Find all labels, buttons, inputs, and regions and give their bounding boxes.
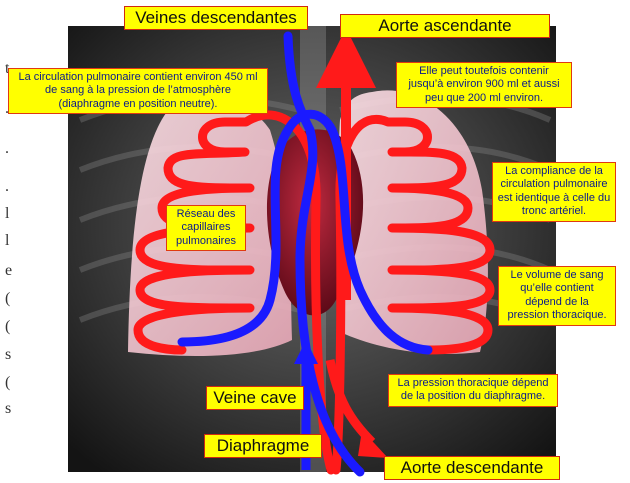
label-volume-sang: Le volume de sang qu’elle contient dépen… (498, 266, 616, 326)
label-veine-cave: Veine cave (206, 386, 304, 410)
label-veines-descendantes: Veines descendantes (124, 6, 308, 30)
label-diaphragme: Diaphragme (204, 434, 322, 458)
label-aorte-ascendante: Aorte ascendante (340, 14, 550, 38)
label-aorte-descendante: Aorte descendante (384, 456, 560, 480)
label-reseau-capillaires: Réseau des capillaires pulmonaires (166, 205, 246, 251)
label-circulation-pulmonaire: La circulation pulmonaire contient envir… (8, 68, 268, 114)
label-compliance: La compliance de la circulation pulmonai… (492, 162, 616, 222)
label-contenance: Elle peut toutefois contenir jusqu’à env… (396, 62, 572, 108)
label-pression-thoracique: La pression thoracique dépend de la posi… (388, 374, 558, 407)
